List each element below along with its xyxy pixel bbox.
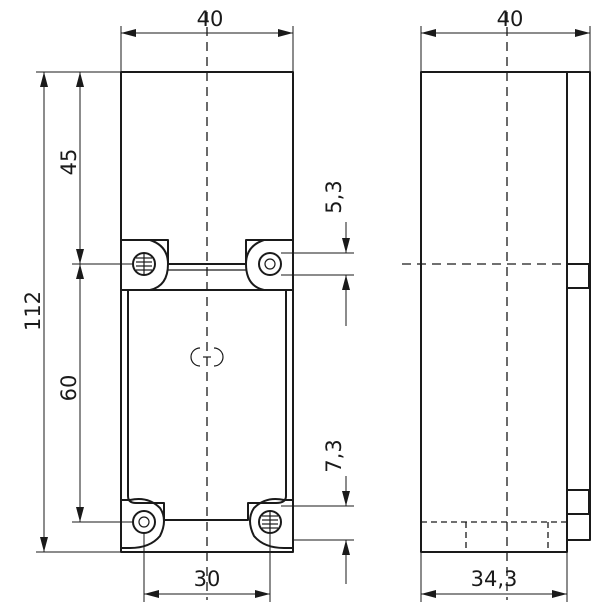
dim-total-height: 112 — [21, 291, 45, 331]
lower-right-screw-icon — [258, 510, 282, 534]
lower-left-hole-icon — [132, 510, 156, 534]
dim-hole-spacing-vertical: 60 — [57, 375, 81, 402]
dim-upper-height: 45 — [57, 149, 81, 176]
front-lug-band — [121, 239, 293, 265]
side-view — [402, 12, 591, 600]
dim-side-depth: 34,3 — [471, 567, 518, 591]
lower-right-boss — [249, 498, 293, 549]
front-center-mark-icon — [190, 347, 224, 367]
upper-left-screw-icon — [132, 252, 156, 276]
dim-upper-hole-offset: 5,3 — [322, 180, 346, 213]
upper-left-boss — [121, 239, 169, 291]
side-flange — [567, 71, 591, 541]
upper-right-hole-icon — [258, 252, 282, 276]
upper-right-boss — [245, 239, 293, 291]
side-lower-clip — [566, 489, 590, 515]
side-body-outline — [420, 71, 568, 553]
side-upper-clip — [566, 263, 590, 289]
front-dimensions: 40 30 112 45 60 5,3 — [21, 7, 354, 602]
dim-hole-spacing-horizontal: 30 — [194, 567, 221, 591]
front-view — [120, 12, 294, 600]
dim-lower-hole-offset: 7,3 — [322, 439, 346, 472]
dim-front-width: 40 — [197, 7, 224, 31]
lower-left-boss — [121, 498, 165, 549]
dim-side-width: 40 — [497, 7, 524, 31]
side-dimensions: 40 34,3 — [420, 7, 591, 602]
